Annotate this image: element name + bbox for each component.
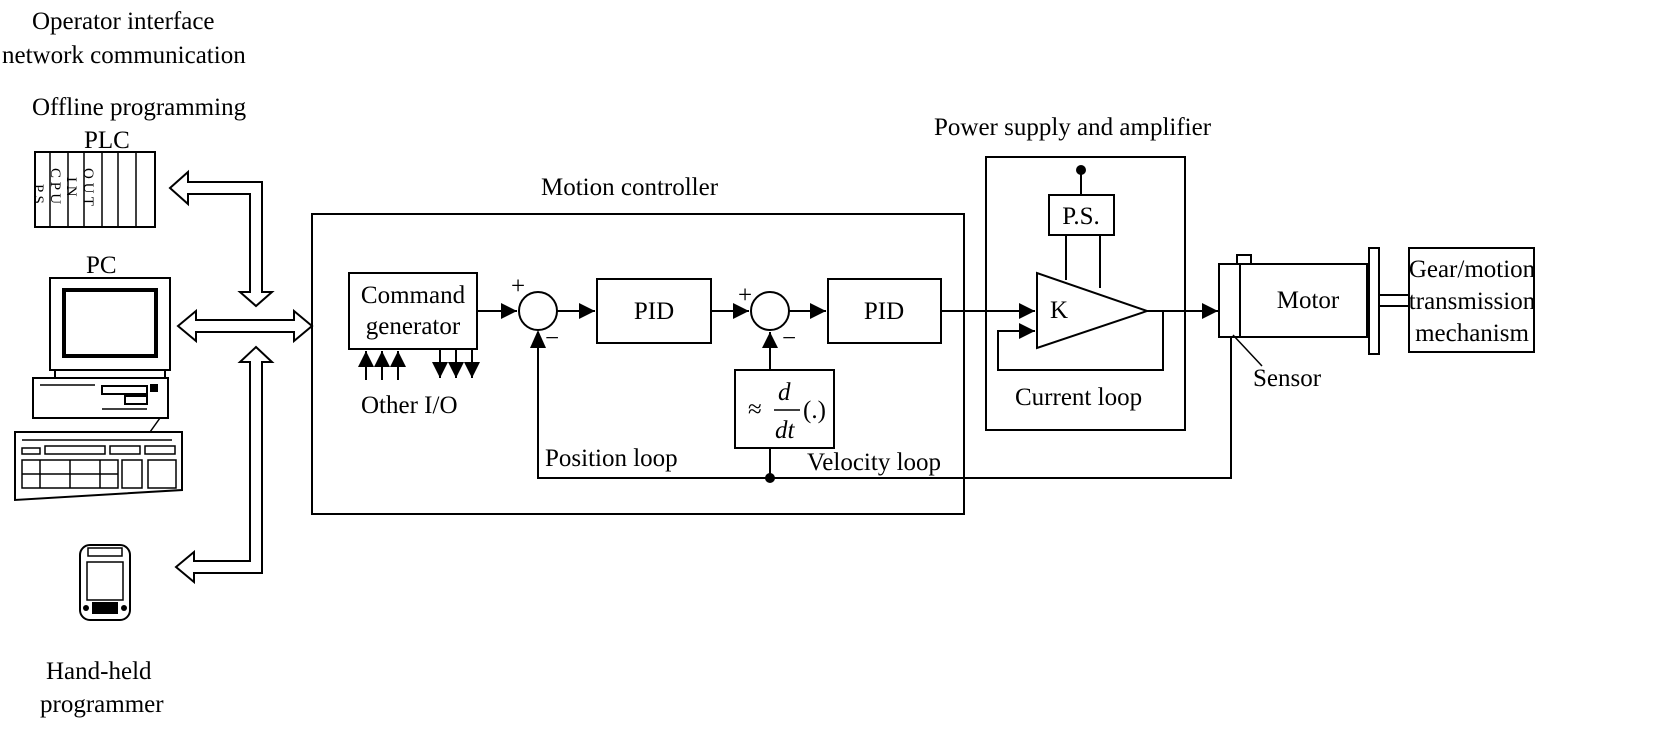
amplifier-triangle: K [1036,271,1151,350]
gear-line3: mechanism [1415,320,1529,347]
derivative-numerator: d [778,379,791,406]
position-pid-label: PID [634,298,674,325]
command-generator-line1: Command [361,282,466,309]
position-loop-label: Position loop [545,445,678,472]
operator-interface-label: Operator interface [32,8,215,35]
ps-label: P.S. [1062,203,1100,230]
gear-line1: Gear/motion [1409,256,1536,283]
power-supply-box [985,156,1186,431]
pc-label: PC [86,252,117,279]
position-pid-block: PID [596,278,712,344]
motion-controller-label: Motion controller [541,174,719,201]
velocity-pid-label: PID [864,298,904,325]
current-feedback-line [997,311,1164,371]
gear-line2: transmission [1409,288,1536,315]
sum2-plus-sign: + [738,282,752,309]
derivative-denominator: dt [775,417,796,444]
derivative-block: ≈ d dt (.) [734,369,835,449]
sensor-pointer-line [1232,334,1263,367]
plc-slot-in: I N [63,177,79,197]
plc-slot-out: O U T [80,168,96,206]
power-supply-label: Power supply and amplifier [934,114,1212,141]
command-generator-line2: generator [366,313,461,340]
handheld-line1-label: Hand-held [46,658,152,685]
amplifier-gain-label: K [1050,297,1068,324]
other-io-arrows [358,349,480,380]
velocity-pid-block: PID [827,278,942,344]
pc-controller-comm-arrow [176,308,314,344]
velocity-loop-label: Velocity loop [807,449,941,476]
offline-programming-label: Offline programming [32,94,247,121]
plc-rack: P S C P U I N O U T [30,151,156,228]
command-generator-block: Command generator [348,272,478,350]
motor-label: Motor [1277,287,1340,314]
derivative-approx-sign: ≈ [748,396,762,423]
handheld-programmer-icon [79,544,131,621]
motion-controller-box [311,213,965,515]
ps-block: P.S. [1048,194,1115,236]
sum1-minus-sign: − [545,325,559,352]
motor-shaft [1379,294,1409,307]
sum1-plus-sign: + [511,273,525,300]
plc-label: PLC [84,127,130,154]
other-io-label: Other I/O [361,392,458,419]
plc-comm-arrow [168,169,275,308]
handheld-line2-label: programmer [40,691,164,718]
plc-slot-cpu: C P U [47,168,63,204]
plc-slot-ps: P S [30,184,46,204]
position-feedback-line [537,332,1232,479]
gear-transmission-block: Gear/motion transmission mechanism [1408,247,1536,353]
derivative-suffix: (.) [803,397,826,424]
sensor-label: Sensor [1253,365,1322,392]
pc-computer-icon [14,277,183,502]
handheld-comm-arrow [174,345,275,585]
current-loop-label: Current loop [1015,384,1142,411]
sum2-minus-sign: − [782,325,796,352]
motor-flange [1368,247,1380,355]
network-communication-label: network communication [2,42,246,69]
motor-block: Motor [1239,263,1368,338]
communication-bus [168,169,314,585]
